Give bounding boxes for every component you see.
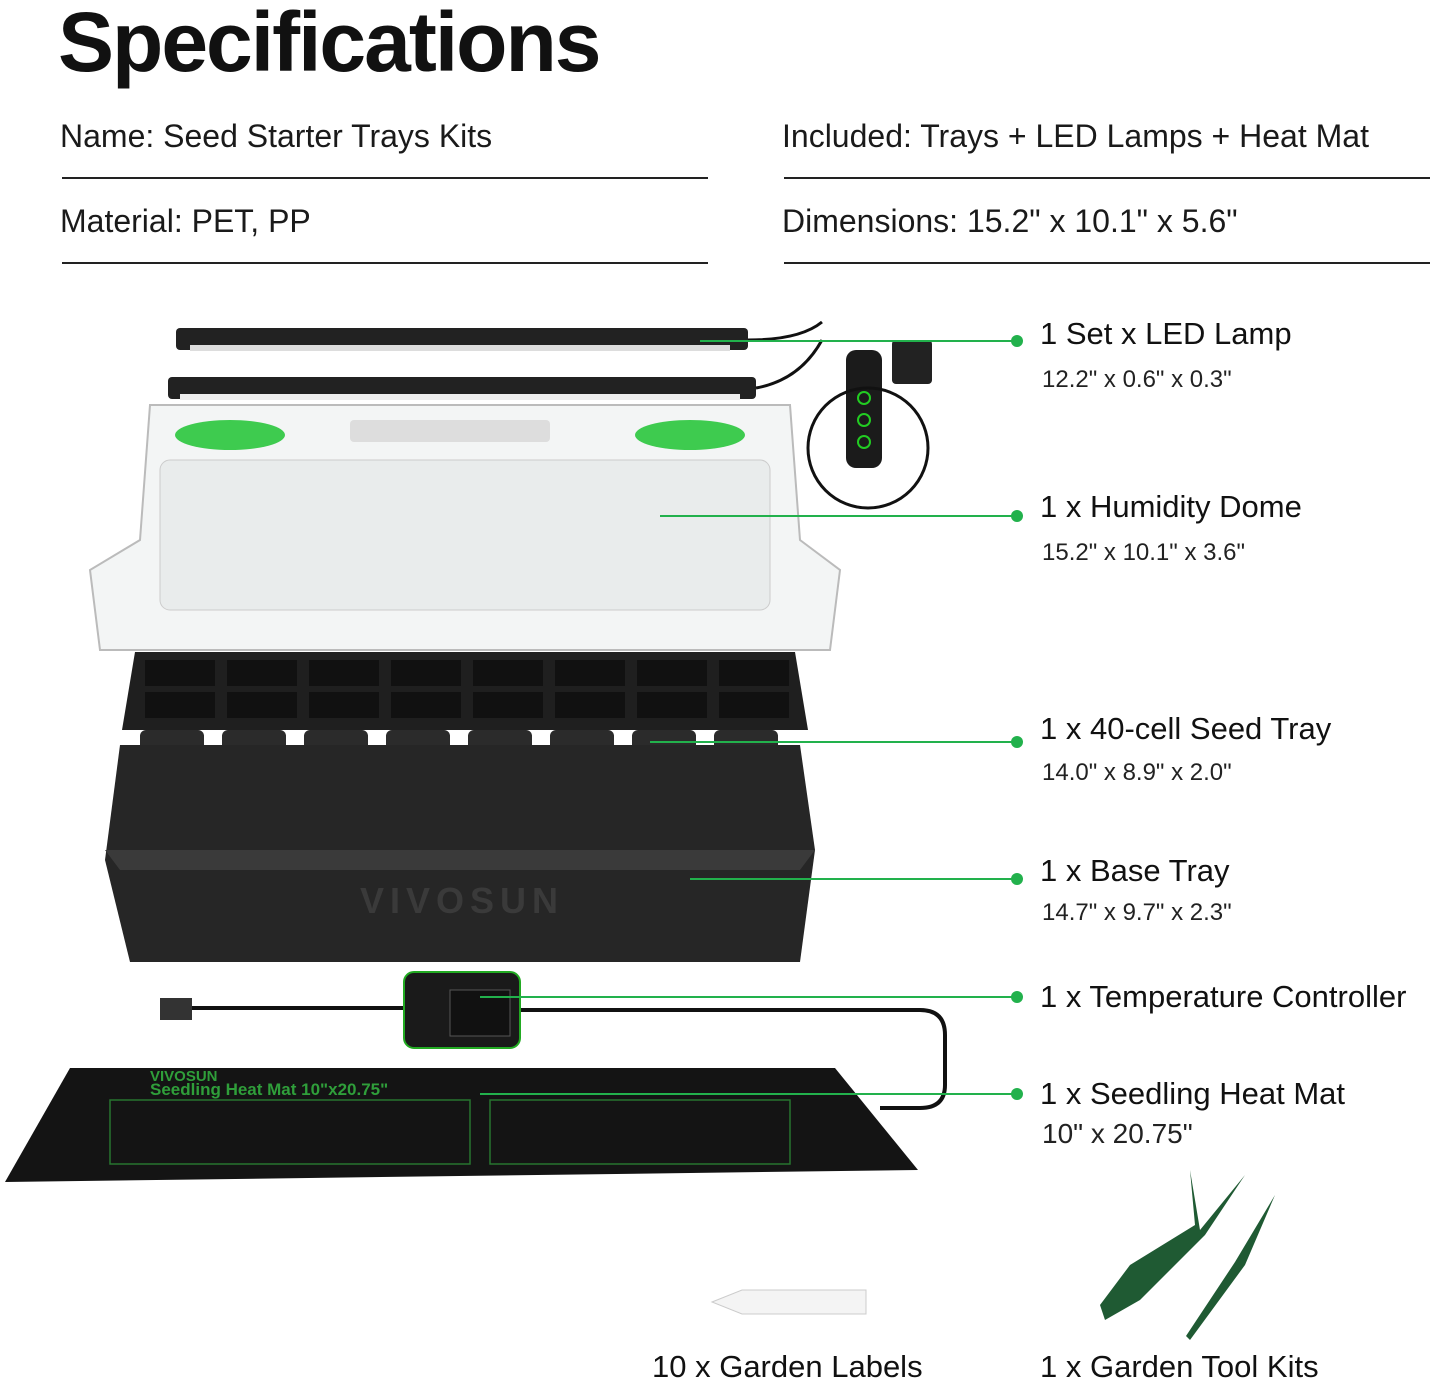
divider [784,262,1430,264]
heat-mat-brand: VIVOSUN [150,1068,218,1085]
seed-cell-opening [719,692,789,718]
divider [62,262,708,264]
divider [62,177,708,179]
seed-cell-opening [637,692,707,718]
callout-dot [1011,873,1023,885]
callout-dot [1011,510,1023,522]
component-humidity-dome: 1 x Humidity Dome [1040,489,1302,524]
component-base-tray: 1 x Base Tray [1040,853,1230,888]
component-seed-tray: 1 x 40-cell Seed Tray [1040,711,1332,746]
garden-tools-caption: 1 x Garden Tool Kits [1040,1349,1319,1384]
component-seed-tray-size: 14.0" x 8.9" x 2.0" [1042,759,1232,786]
callout-dot [1011,1088,1023,1100]
led-lamp-image [168,320,932,510]
component-temperature-controller: 1 x Temperature Controller [1040,979,1407,1014]
seed-cell-opening [227,660,297,686]
spec-dimensions: Dimensions: 15.2" x 10.1" x 5.6" [782,203,1238,239]
garden-labels-caption: 10 x Garden Labels [652,1349,923,1384]
divider [784,177,1430,179]
humidity-dome-image [88,404,842,651]
garden-label-image [710,1289,867,1315]
callout-dot [1011,736,1023,748]
seed-cell-opening [145,692,215,718]
seed-cell-opening [309,692,379,718]
component-heat-mat: 1 x Seedling Heat Mat [1040,1076,1346,1111]
spec-material: Material: PET, PP [60,203,311,239]
seed-cell-opening [309,660,379,686]
component-base-tray-size: 14.7" x 9.7" x 2.3" [1042,899,1232,926]
component-led-lamp-size: 12.2" x 0.6" x 0.3" [1042,366,1232,393]
seed-cell-opening [555,660,625,686]
seed-cell-opening [391,660,461,686]
heat-mat-image [5,1068,918,1182]
component-humidity-dome-size: 15.2" x 10.1" x 3.6" [1042,539,1246,566]
seed-cell-opening [637,660,707,686]
callout-dot [1011,335,1023,347]
page-title: Specifications [58,0,602,89]
heat-mat-print: Seedling Heat Mat 10"x20.75" [150,1080,389,1099]
seed-cell-opening [555,692,625,718]
spec-included: Included: Trays + LED Lamps + Heat Mat [782,118,1369,154]
seed-cell-opening [391,692,461,718]
seed-cell-opening [473,692,543,718]
component-led-lamp: 1 Set x LED Lamp [1040,316,1292,351]
seed-cell-opening [227,692,297,718]
base-tray-brand: VIVOSUN [360,880,565,921]
seed-cell-opening [719,660,789,686]
garden-tools-image [1100,1170,1275,1340]
spec-name: Name: Seed Starter Trays Kits [60,118,493,154]
base-tray-image [105,745,815,962]
seed-cell-opening [145,660,215,686]
component-heat-mat-size: 10" x 20.75" [1042,1118,1193,1149]
seed-cell-opening [473,660,543,686]
callout-dot [1011,991,1023,1003]
